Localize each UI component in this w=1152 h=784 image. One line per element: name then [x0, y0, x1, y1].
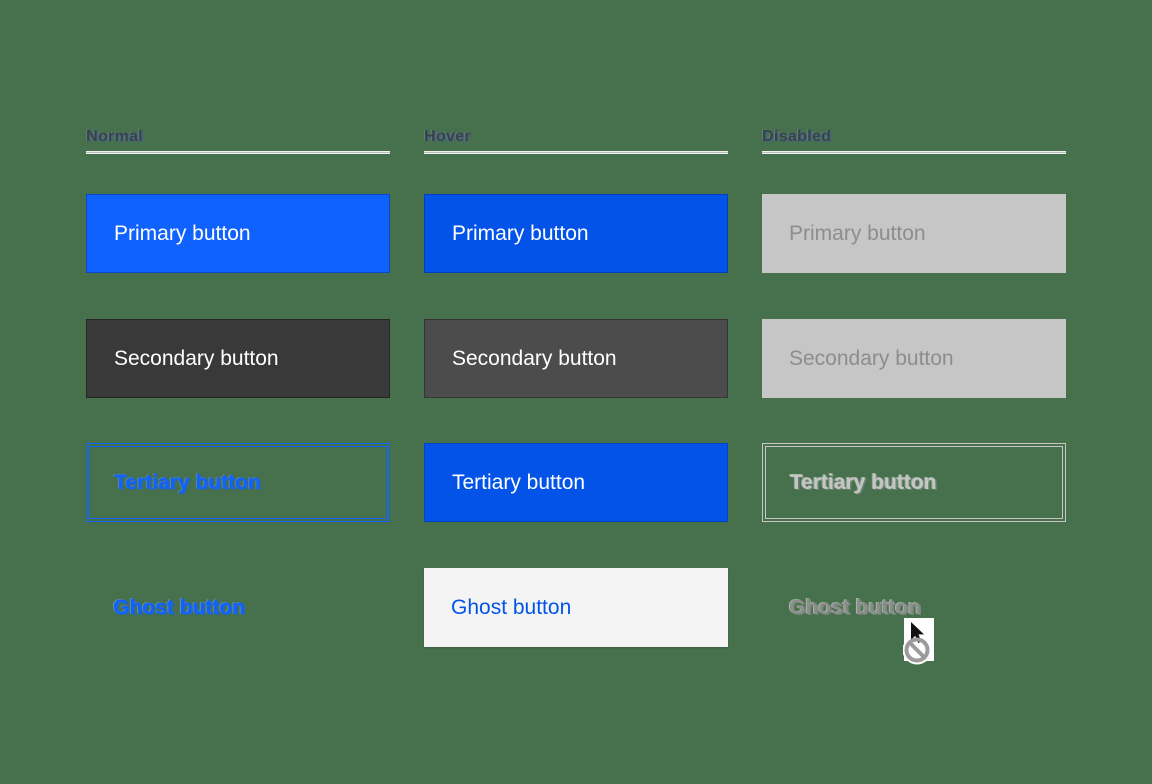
column-header-hover: Hover — [424, 128, 471, 145]
ghost-button-normal[interactable]: Ghost button — [86, 568, 390, 647]
secondary-button-normal[interactable]: Secondary button — [86, 319, 390, 398]
column-header-normal: Normal — [86, 128, 143, 145]
column-hover: Hover Primary button Secondary button Te… — [424, 127, 728, 647]
secondary-button-hover[interactable]: Secondary button — [424, 319, 728, 398]
primary-button-disabled: Primary button — [762, 194, 1066, 273]
primary-button-hover[interactable]: Primary button — [424, 194, 728, 273]
not-allowed-cursor-icon — [902, 617, 938, 666]
header-rule — [86, 151, 390, 154]
column-header-disabled: Disabled — [762, 128, 832, 145]
tertiary-button-hover[interactable]: Tertiary button — [424, 443, 728, 522]
secondary-button-disabled: Secondary button — [762, 319, 1066, 398]
header-rule — [424, 151, 728, 154]
button-states-matrix: Normal Primary button Secondary button T… — [86, 127, 1066, 647]
column-disabled: Disabled Primary button Secondary button… — [762, 127, 1066, 647]
primary-button-normal[interactable]: Primary button — [86, 194, 390, 273]
ghost-button-hover[interactable]: Ghost button — [424, 568, 728, 647]
tertiary-button-normal[interactable]: Tertiary button — [86, 443, 390, 522]
ghost-button-disabled: Ghost button — [762, 568, 1066, 647]
header-rule — [762, 151, 1066, 154]
tertiary-button-disabled: Tertiary button — [762, 443, 1066, 522]
column-normal: Normal Primary button Secondary button T… — [86, 127, 390, 647]
